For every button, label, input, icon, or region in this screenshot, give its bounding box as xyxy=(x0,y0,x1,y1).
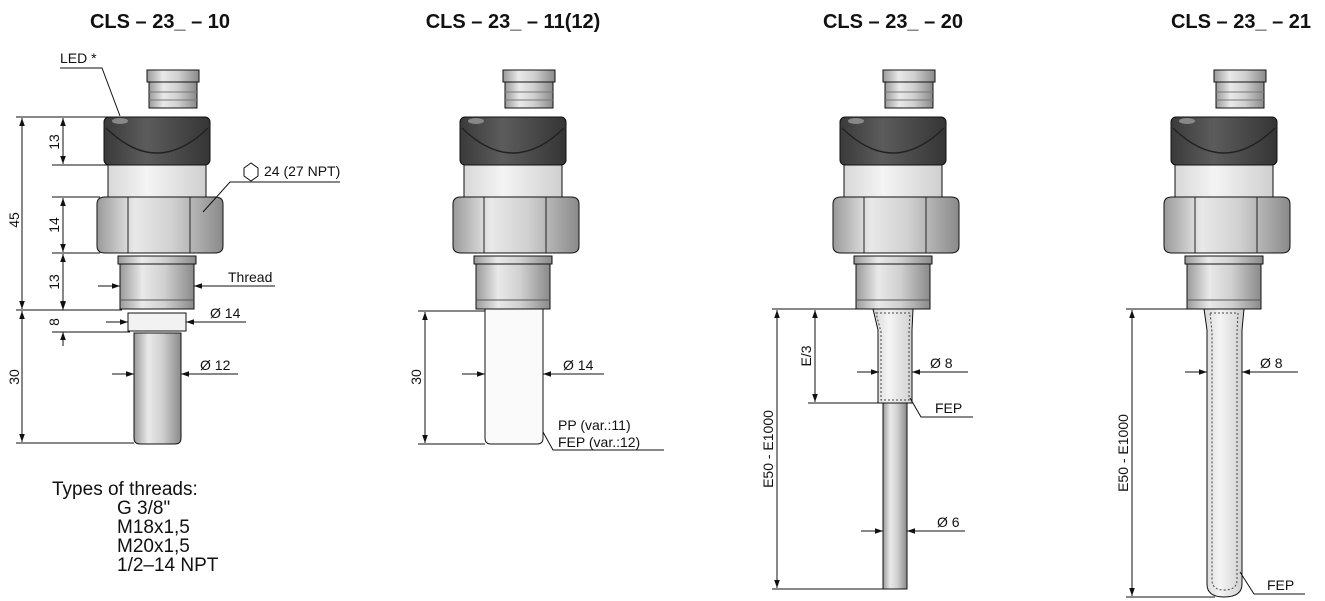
hex-nut xyxy=(96,196,224,254)
connector xyxy=(502,69,556,109)
dim-total: 45 xyxy=(6,212,22,228)
fep-sleeve xyxy=(872,308,914,404)
material-label: FEP xyxy=(935,400,962,416)
led-indicator xyxy=(112,118,128,124)
hex-nut xyxy=(1163,196,1291,254)
dim-length: E50 - E1000 xyxy=(760,410,776,488)
dia-collar-label: Ø 14 xyxy=(210,305,241,321)
probe xyxy=(1203,308,1245,598)
dia-rod-label: Ø 6 xyxy=(937,514,960,530)
hex-label: 24 (27 NPT) xyxy=(264,163,340,179)
sensor-head xyxy=(1170,116,1278,198)
material-label-fep: FEP (var.:12) xyxy=(558,434,640,450)
dim-hex: 14 xyxy=(46,217,62,233)
connector xyxy=(882,69,936,109)
thread-label: Thread xyxy=(228,269,272,285)
thread-type-item: G 3/8" xyxy=(117,498,171,519)
drawing-title: CLS – 23_ – 10 xyxy=(90,11,230,33)
drawing-cls-11-12: CLS – 23_ – 11(12) 30 xyxy=(408,11,664,451)
dim-collar: 8 xyxy=(46,318,62,326)
drawing-title: CLS – 23_ – 21 xyxy=(1171,11,1311,33)
dim-head: 13 xyxy=(46,134,62,150)
dim-probe: 30 xyxy=(6,369,22,385)
hexagon-icon xyxy=(243,162,259,182)
probe-rod xyxy=(882,402,908,590)
thread-section xyxy=(117,255,197,332)
drawing-title: CLS – 23_ – 20 xyxy=(823,11,963,33)
dim-thread: 13 xyxy=(46,274,62,290)
probe xyxy=(484,308,544,445)
dia-probe-label: Ø 8 xyxy=(1260,355,1283,371)
dim-length: E50 - E1000 xyxy=(1115,414,1131,492)
sensor-head xyxy=(459,116,567,198)
dia-probe-label: Ø 12 xyxy=(200,357,231,373)
thread-section xyxy=(1184,255,1264,310)
dia-sleeve-label: Ø 8 xyxy=(930,355,953,371)
drawing-cls-20: CLS – 23_ – 20 E50 - E xyxy=(760,11,973,590)
drawing-title: CLS – 23_ – 11(12) xyxy=(426,11,601,33)
hex-nut xyxy=(832,196,960,254)
sensor-head xyxy=(839,116,947,198)
probe xyxy=(133,332,182,445)
thread-type-item: M20x1,5 xyxy=(117,536,190,557)
drawing-cls-10: CLS – 23_ – 10 xyxy=(6,11,340,445)
dim-probe: 30 xyxy=(408,369,424,385)
thread-types-heading: Types of threads: xyxy=(52,479,198,500)
thread-section xyxy=(853,255,933,310)
thread-types-list: Types of threads: G 3/8" M18x1,5 M20x1,5… xyxy=(52,480,218,575)
hex-nut xyxy=(452,196,580,254)
drawing-cls-21: CLS – 23_ – 21 E50 - E1000 xyxy=(1115,11,1311,598)
dia-probe-label: Ø 14 xyxy=(563,357,594,373)
material-label-pp: PP (var.:11) xyxy=(558,417,631,433)
sensor-head xyxy=(103,116,211,198)
thread-type-item: M18x1,5 xyxy=(117,517,190,538)
thread-section xyxy=(473,255,553,310)
led-label: LED * xyxy=(60,50,97,66)
thread-type-item: 1/2–14 NPT xyxy=(117,555,219,576)
connector xyxy=(1213,69,1267,109)
dim-sleeve: E/3 xyxy=(798,345,814,366)
material-label: FEP xyxy=(1267,577,1294,593)
connector xyxy=(146,69,200,109)
